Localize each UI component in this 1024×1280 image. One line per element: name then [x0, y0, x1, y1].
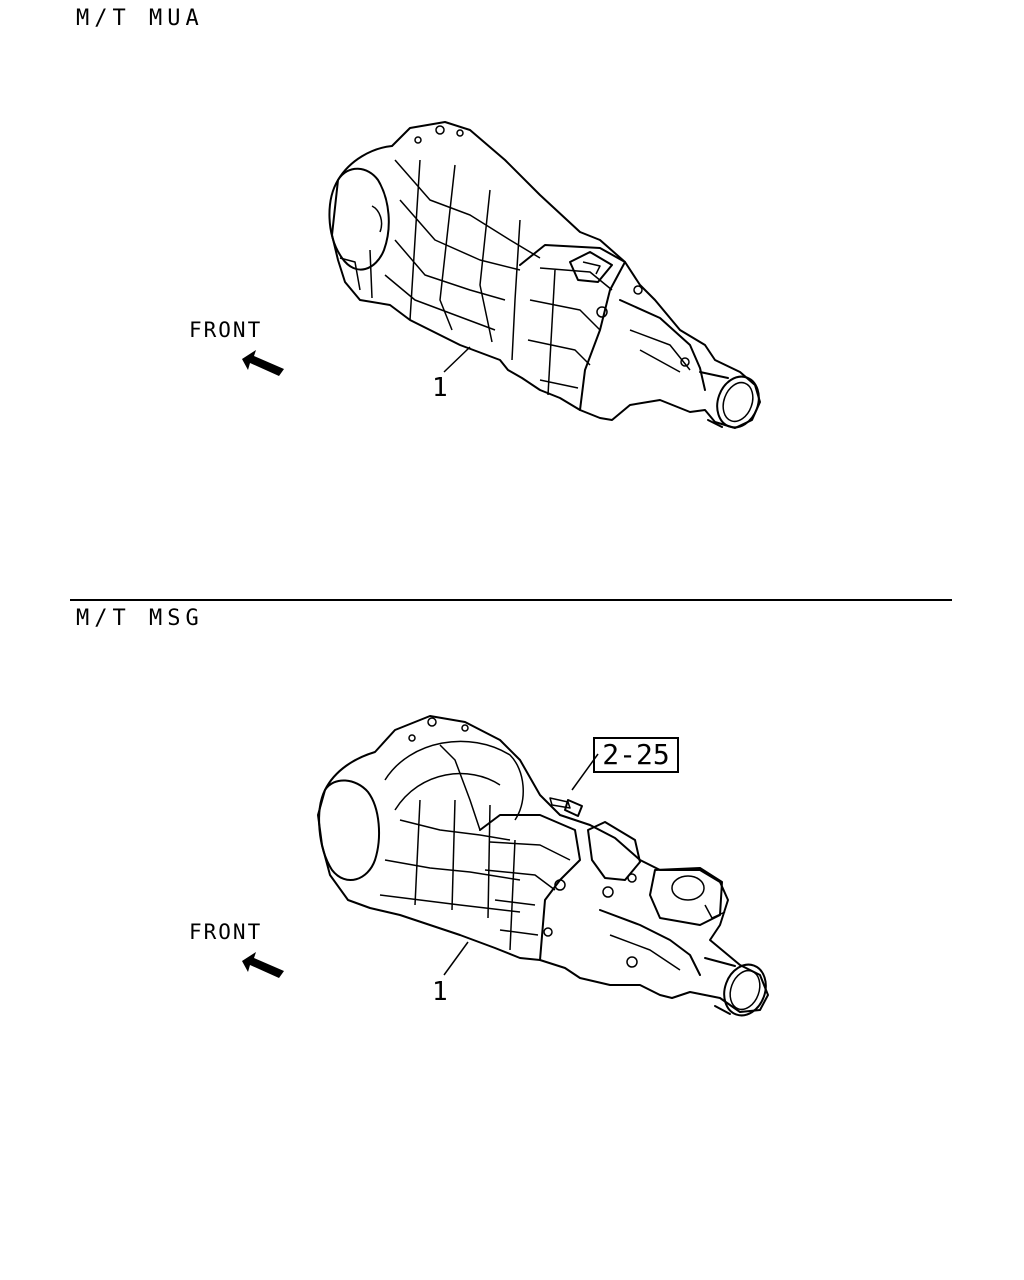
callout-1-lower: 1 — [432, 977, 448, 1007]
front-arrow-icon — [242, 350, 284, 376]
front-label-1: FRONT — [189, 318, 263, 342]
reference-box-2-25[interactable]: 2-25 — [593, 737, 679, 773]
transmission-mua-drawing — [328, 121, 761, 429]
section-title-msg: M/T MSG — [76, 606, 204, 631]
front-arrow-icon — [242, 952, 284, 978]
transmission-msg-drawing — [317, 715, 769, 1017]
section-title-mua: M/T MUA — [76, 6, 204, 31]
front-label-2: FRONT — [189, 920, 263, 944]
callout-1-upper: 1 — [432, 373, 448, 403]
